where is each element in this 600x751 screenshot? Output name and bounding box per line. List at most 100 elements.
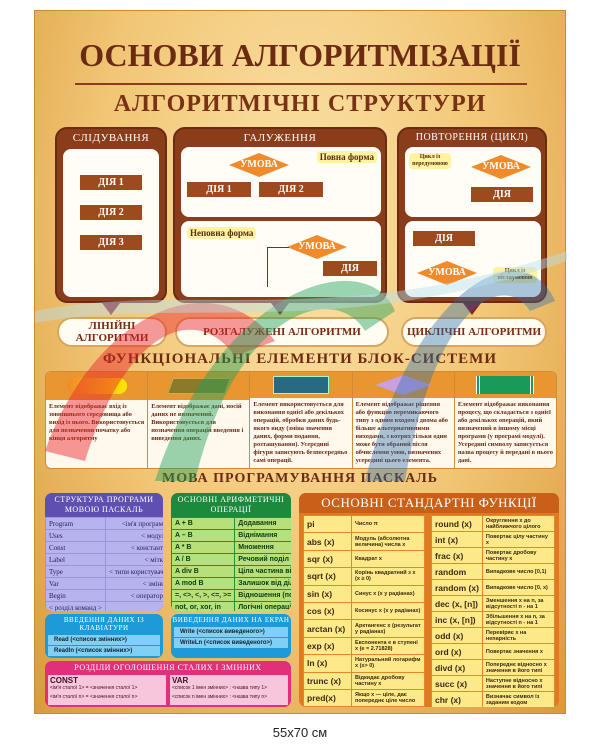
function-row-cell: random (x)	[431, 579, 483, 596]
flow-element-description: Елемент відображає дані, носій даних не …	[151, 403, 244, 442]
program-structure-box: СТРУКТУРА ПРОГРАМИ МОВОЮ ПАСКАЛЬ Program…	[45, 493, 163, 611]
terminator-shape-icon	[46, 372, 148, 400]
function-row: int (x)Повертає цілу частину x	[431, 531, 556, 548]
structure-row-cell: Label	[45, 553, 106, 566]
action-box: ДІЯ	[471, 187, 533, 202]
arithmetic-row-cell: A / B	[171, 553, 236, 566]
down-arrow-icon	[271, 303, 289, 315]
function-row: frac (x)Повертає дробову частину x	[431, 547, 556, 564]
sequence-step: ДІЯ 2	[80, 205, 142, 220]
poster-title: ОСНОВИ АЛГОРИТМІЗАЦІЇ	[79, 37, 521, 73]
structure-row-cell: < розділ команд >	[45, 601, 106, 611]
arithmetic-row-cell: Залишок від ділення	[234, 577, 291, 590]
action-box: ДІЯ	[323, 261, 377, 276]
var-line: <список 1 імен змінних> : <назва типу 1>	[172, 685, 268, 691]
branching-panel: ГАЛУЖЕННЯ Повна форма УМОВА ДІЯ 1 ДІЯ 2 …	[173, 127, 387, 303]
flow-element: Елемент відображає виконання процесу, що…	[454, 372, 556, 468]
output-title: ВИВЕДЕННЯ ДАНИХ НА ЕКРАН	[172, 616, 290, 624]
function-row-cell: Округлення x до найближчого цілого	[481, 515, 556, 532]
down-arrow-icon	[102, 303, 120, 315]
structure-row: Const< константи >	[45, 541, 163, 554]
condition-diamond: УМОВА	[471, 155, 531, 179]
function-row-cell: Якщо x — ціле, дає попереднє ціле число	[351, 688, 425, 707]
function-row-cell: inc (x, [n])	[431, 611, 483, 628]
declarations-box: РОЗДІЛИ ОГОЛОШЕННЯ СТАЛИХ І ЗМІННИХ CONS…	[45, 661, 291, 707]
function-row-cell: cos (x)	[303, 601, 352, 621]
function-row: divd (x)Попереднє відносно x значення в …	[431, 659, 556, 676]
function-row-cell: trunc (x)	[303, 671, 352, 690]
sequence-panel: СЛІДУВАННЯ ДІЯ 1 ДІЯ 2 ДІЯ 3	[55, 127, 167, 303]
function-row-cell: exp (x)	[303, 636, 352, 656]
partial-form-label: Неповна форма	[187, 227, 257, 239]
function-row-cell: ord (x)	[431, 643, 483, 660]
arithmetic-row-cell: A mod B	[171, 577, 236, 590]
structure-row-cell: < мітки >	[104, 553, 163, 566]
structure-row: < розділ команд >	[45, 601, 163, 611]
data-shape-icon	[148, 372, 250, 400]
structure-row-cell: < оператори >	[104, 589, 163, 602]
function-row-cell: odd (x)	[431, 627, 483, 644]
function-row: random (x)Випадкове число [0, x)	[431, 579, 556, 596]
structure-row-cell: Type	[45, 565, 106, 578]
function-row-cell: round (x)	[431, 515, 483, 532]
function-row-cell: pi	[303, 514, 352, 534]
input-title: ВВЕДЕННЯ ДАНИХ ІЗ КЛАВІАТУРИ	[63, 616, 145, 632]
function-row-cell: int (x)	[431, 531, 483, 548]
flow-element-description: Елемент відображає виконання процесу, що…	[457, 401, 553, 464]
structure-row-cell: <ім'я програми >	[104, 517, 163, 530]
pascal-title: МОВА ПРОГРАМУВАННЯ ПАСКАЛЬ	[161, 471, 438, 486]
const-line: <ім'я сталої n> = <значення сталої n>	[50, 694, 138, 700]
flow-elements-table: Елемент відображає вхід із зовнішнього с…	[45, 371, 557, 469]
condition-diamond: УМОВА	[229, 153, 289, 177]
condition-diamond: УМОВА	[287, 235, 347, 259]
function-row-cell: succ (x)	[431, 675, 483, 692]
down-arrow-icon	[463, 303, 481, 315]
structure-row-cell: < типи користувача >	[104, 565, 163, 578]
function-row-cell: Експонента e в ступені x (e = 2.71828)	[351, 636, 425, 656]
flow-element-description: Елемент використовується для виконання о…	[253, 401, 348, 464]
arithmetic-row-cell: Відношення (порівняння)	[234, 589, 291, 602]
condition-diamond: УМОВА	[417, 261, 477, 285]
arithmetic-row-cell: not, or, xor, in	[171, 601, 236, 611]
function-row-cell: Збільшення x на n, за відсутності n - на…	[481, 611, 556, 628]
arithmetic-row-cell: A + B	[171, 517, 236, 530]
function-row: inc (x, [n])Збільшення x на n, за відсут…	[431, 611, 556, 628]
input-row: Readln (<список змінних>)	[48, 646, 160, 656]
function-row-cell: sqrt (x)	[303, 567, 352, 586]
function-row-cell: Наступне відносно x значення в його типі	[481, 675, 556, 692]
function-row-cell: Модуль (абсолютна величина) числа x	[351, 532, 425, 551]
arithmetic-row-cell: =, <>, <, >, <=, >=	[171, 589, 236, 602]
functions-title: ОСНОВНІ СТАНДАРТНІ ФУНКЦІЇ	[299, 493, 559, 513]
function-row-cell: random	[431, 563, 483, 580]
arithmetic-row-cell: Додавання	[234, 517, 291, 530]
arithmetic-title: ОСНОВНІ АРИФМЕТИЧНІ ОПЕРАЦІЇ	[177, 495, 285, 514]
structure-row: Uses< модулі >	[45, 529, 163, 542]
function-row-cell: Зменшення x на n, за відсутності n - на …	[481, 595, 556, 612]
function-row: abs (x)Модуль (абсолютна величина) числа…	[303, 532, 425, 551]
flow-element: Елемент відображає вхід із зовнішнього с…	[46, 372, 149, 468]
linear-algorithms-label: ЛІНІЙНІ АЛГОРИТМИ	[57, 317, 167, 347]
action-box: ДІЯ	[413, 231, 475, 246]
loop-title: ПОВТОРЕННЯ (ЦИКЛ)	[415, 132, 529, 143]
sequence-title: СЛІДУВАННЯ	[72, 132, 150, 144]
function-row: sin (x)Синус x (x у радіанах)	[303, 584, 425, 603]
const-line: <ім'я сталої 1> = <значення сталої 1>	[50, 685, 138, 691]
precondition-label: Цикл із передумовою	[409, 153, 451, 169]
process-shape-icon	[250, 372, 352, 398]
function-row-cell: Повертає цілу частину x	[481, 531, 556, 548]
function-row: sqrt (x)Корінь квадратний з x (x ≥ 0)	[303, 567, 425, 586]
function-row-cell: Число π	[351, 514, 425, 534]
full-form-label: Повна форма	[316, 151, 377, 163]
function-row-cell: chr (x)	[431, 691, 483, 707]
var-label: VAR	[172, 676, 189, 685]
function-row-cell: Синус x (x у радіанах)	[351, 584, 425, 603]
function-row: succ (x)Наступне відносно x значення в й…	[431, 675, 556, 692]
structure-row-cell: Program	[45, 517, 106, 530]
